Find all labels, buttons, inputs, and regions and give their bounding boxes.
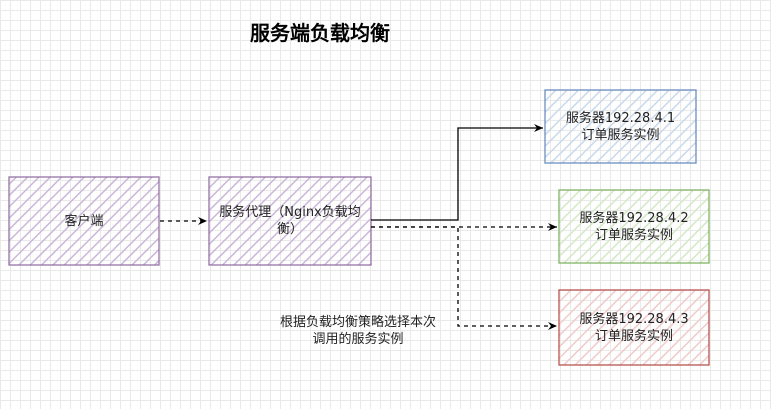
load-balance-note: 根据负载均衡策略选择本次 调用的服务实例 (279, 315, 436, 347)
server1-node: 服务器192.28.4.1 订单服务实例 (545, 90, 696, 163)
proxy-to-server1-arrow (371, 124, 543, 221)
proxy-label: 服务代理（Nginx负载均 衡） (219, 205, 361, 237)
server2-box-bg (558, 189, 710, 264)
diagram-title: 服务端负载均衡 (250, 21, 390, 45)
proxy-node: 服务代理（Nginx负载均 衡） (209, 177, 371, 265)
client-label: 客户端 (64, 213, 104, 229)
client-node: 客户端 (9, 177, 159, 265)
server1-box-bg (544, 89, 697, 164)
proxy-to-server3-arrow (371, 226, 557, 330)
server2-node: 服务器192.28.4.2 订单服务实例 (559, 190, 709, 263)
server2-label: 服务器192.28.4.2 订单服务实例 (579, 210, 689, 243)
proxy-box-bg (208, 176, 372, 266)
server3-box-bg (558, 289, 710, 366)
server1-label: 服务器192.28.4.1 订单服务实例 (565, 110, 676, 143)
server3-node: 服务器192.28.4.3 订单服务实例 (559, 290, 709, 365)
client-box-bg (8, 176, 160, 266)
server3-label: 服务器192.28.4.3 订单服务实例 (579, 311, 689, 344)
